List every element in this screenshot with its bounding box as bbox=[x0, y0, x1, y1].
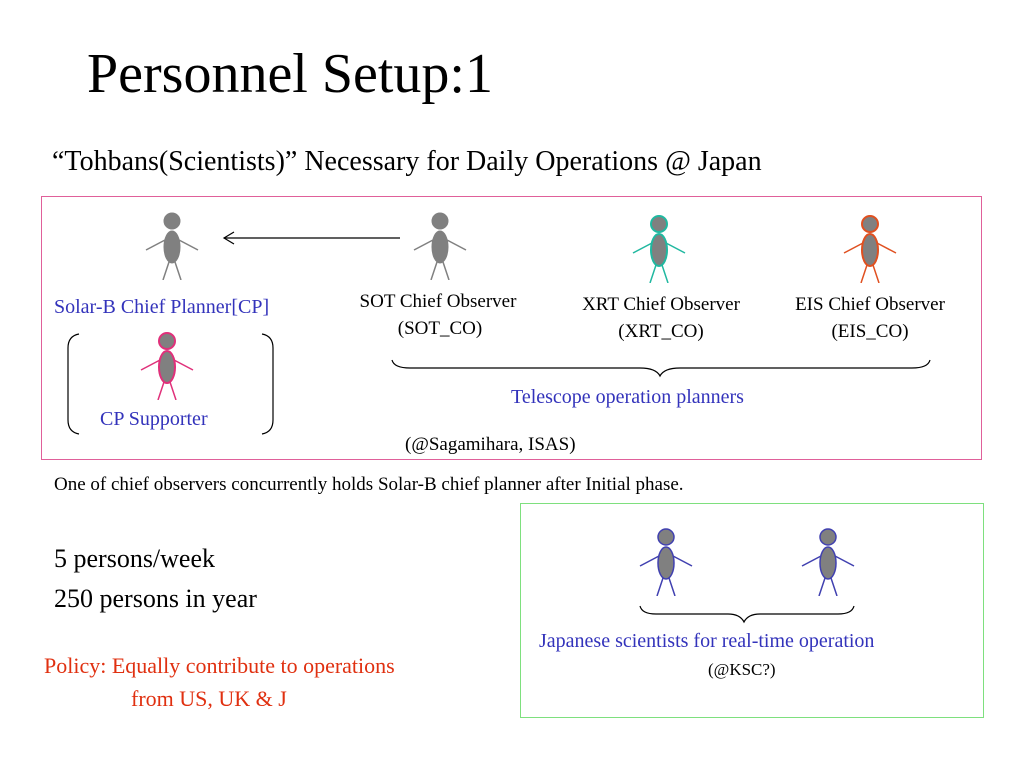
ksc-location: (@KSC?) bbox=[708, 660, 776, 679]
chief-planner-label: Solar-B Chief Planner[CP] bbox=[54, 296, 270, 318]
chief-planner-person-icon bbox=[145, 212, 199, 280]
xrt-observer-code: (XRT_CO) bbox=[618, 321, 704, 342]
policy-line-2: from US, UK & J bbox=[131, 686, 287, 711]
isas-location: (@Sagamihara, ISAS) bbox=[405, 434, 576, 455]
sot-observer-code: (SOT_CO) bbox=[397, 318, 483, 339]
cp-supporter-label: CP Supporter bbox=[100, 408, 208, 430]
chief-observer-note: One of chief observers concurrently hold… bbox=[54, 474, 684, 495]
xrt-observer-person-icon bbox=[632, 215, 686, 283]
persons-per-week: 5 persons/week bbox=[54, 544, 216, 573]
sot-observer-label: SOT Chief Observer bbox=[359, 291, 517, 312]
eis-observer-label: EIS Chief Observer bbox=[795, 294, 945, 315]
eis-observer-code: (EIS_CO) bbox=[831, 321, 909, 342]
cp-supporter-person-icon bbox=[140, 332, 194, 400]
telescope-planners-label: Telescope operation planners bbox=[511, 386, 744, 408]
policy-line-1: Policy: Equally contribute to operations bbox=[44, 653, 395, 678]
eis-observer-person-icon bbox=[843, 215, 897, 283]
persons-per-year: 250 persons in year bbox=[54, 584, 257, 613]
ksc-team-box bbox=[520, 503, 984, 718]
slide-subtitle: “Tohbans(Scientists)” Necessary for Dail… bbox=[52, 146, 762, 177]
japanese-scientists-label: Japanese scientists for real-time operat… bbox=[539, 630, 875, 652]
isas-team-box bbox=[41, 196, 982, 460]
sot-observer-person-icon bbox=[413, 212, 467, 280]
japanese-scientist-1-person-icon bbox=[639, 528, 693, 596]
slide-title: Personnel Setup:1 bbox=[87, 43, 493, 105]
xrt-observer-label: XRT Chief Observer bbox=[582, 294, 740, 315]
japanese-scientist-2-person-icon bbox=[801, 528, 855, 596]
